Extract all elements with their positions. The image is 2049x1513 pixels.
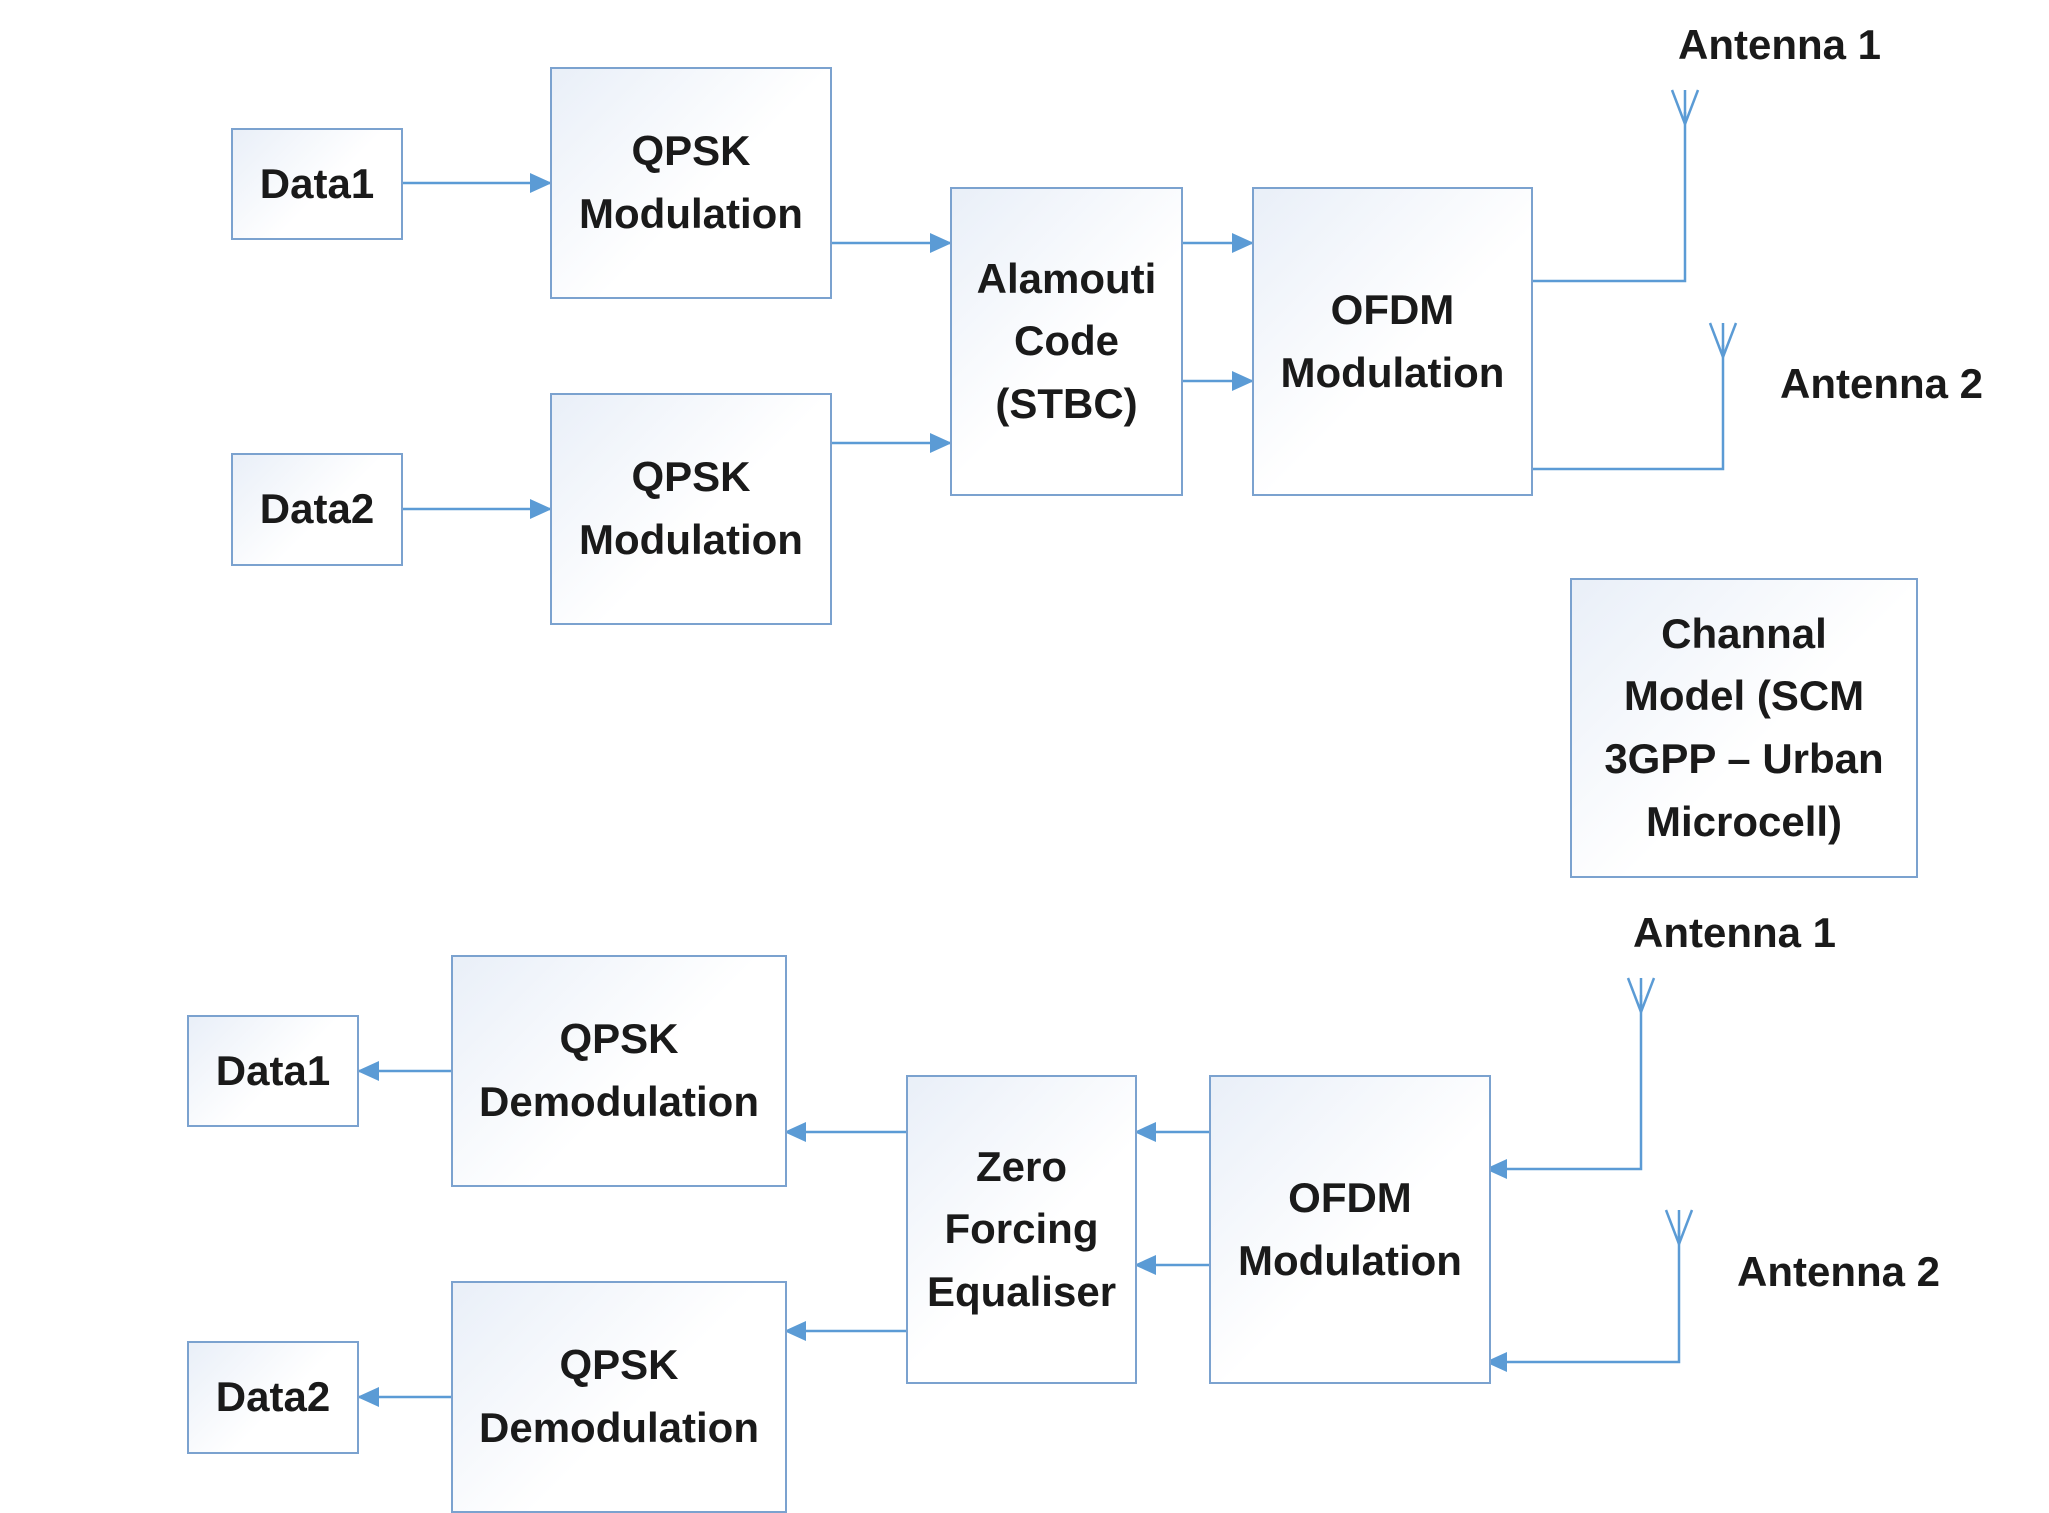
channel-model-block: Channal Model (SCM 3GPP – Urban Microcel… [1570,578,1918,878]
rx-antenna1-label: Antenna 1 [1633,909,1837,956]
tx-antenna1-label: Antenna 1 [1678,21,1882,68]
tx-data2-block: Data2 [231,453,403,566]
antenna-icon [1626,977,1656,1013]
antenna-icon [1670,89,1700,125]
tx-qpsk-modulation-1: QPSK Modulation [550,67,832,299]
tx-antenna2-label: Antenna 2 [1780,360,1984,407]
rx-zero-forcing-equaliser: Zero Forcing Equaliser [906,1075,1137,1384]
rx-ofdm-modulation: OFDM Modulation [1209,1075,1491,1384]
line-antenna1-to-ofdm [1485,995,1643,1179]
tx-alamouti-code: Alamouti Code (STBC) [950,187,1183,496]
line-antenna2-to-ofdm [1485,1230,1681,1372]
tx-ofdm-modulation: OFDM Modulation [1252,187,1533,496]
rx-data1-block: Data1 [187,1015,359,1127]
tx-data1-block: Data1 [231,128,403,240]
rx-data2-block: Data2 [187,1341,359,1454]
line-ofdm-to-antenna2 [1533,345,1725,471]
antenna-icon [1664,1209,1694,1245]
line-ofdm-to-antenna1 [1533,112,1687,283]
tx-qpsk-modulation-2: QPSK Modulation [550,393,832,625]
rx-qpsk-demodulation-2: QPSK Demodulation [451,1281,787,1513]
antenna-icon [1708,322,1738,358]
rx-qpsk-demodulation-1: QPSK Demodulation [451,955,787,1187]
rx-antenna2-label: Antenna 2 [1737,1248,1941,1295]
